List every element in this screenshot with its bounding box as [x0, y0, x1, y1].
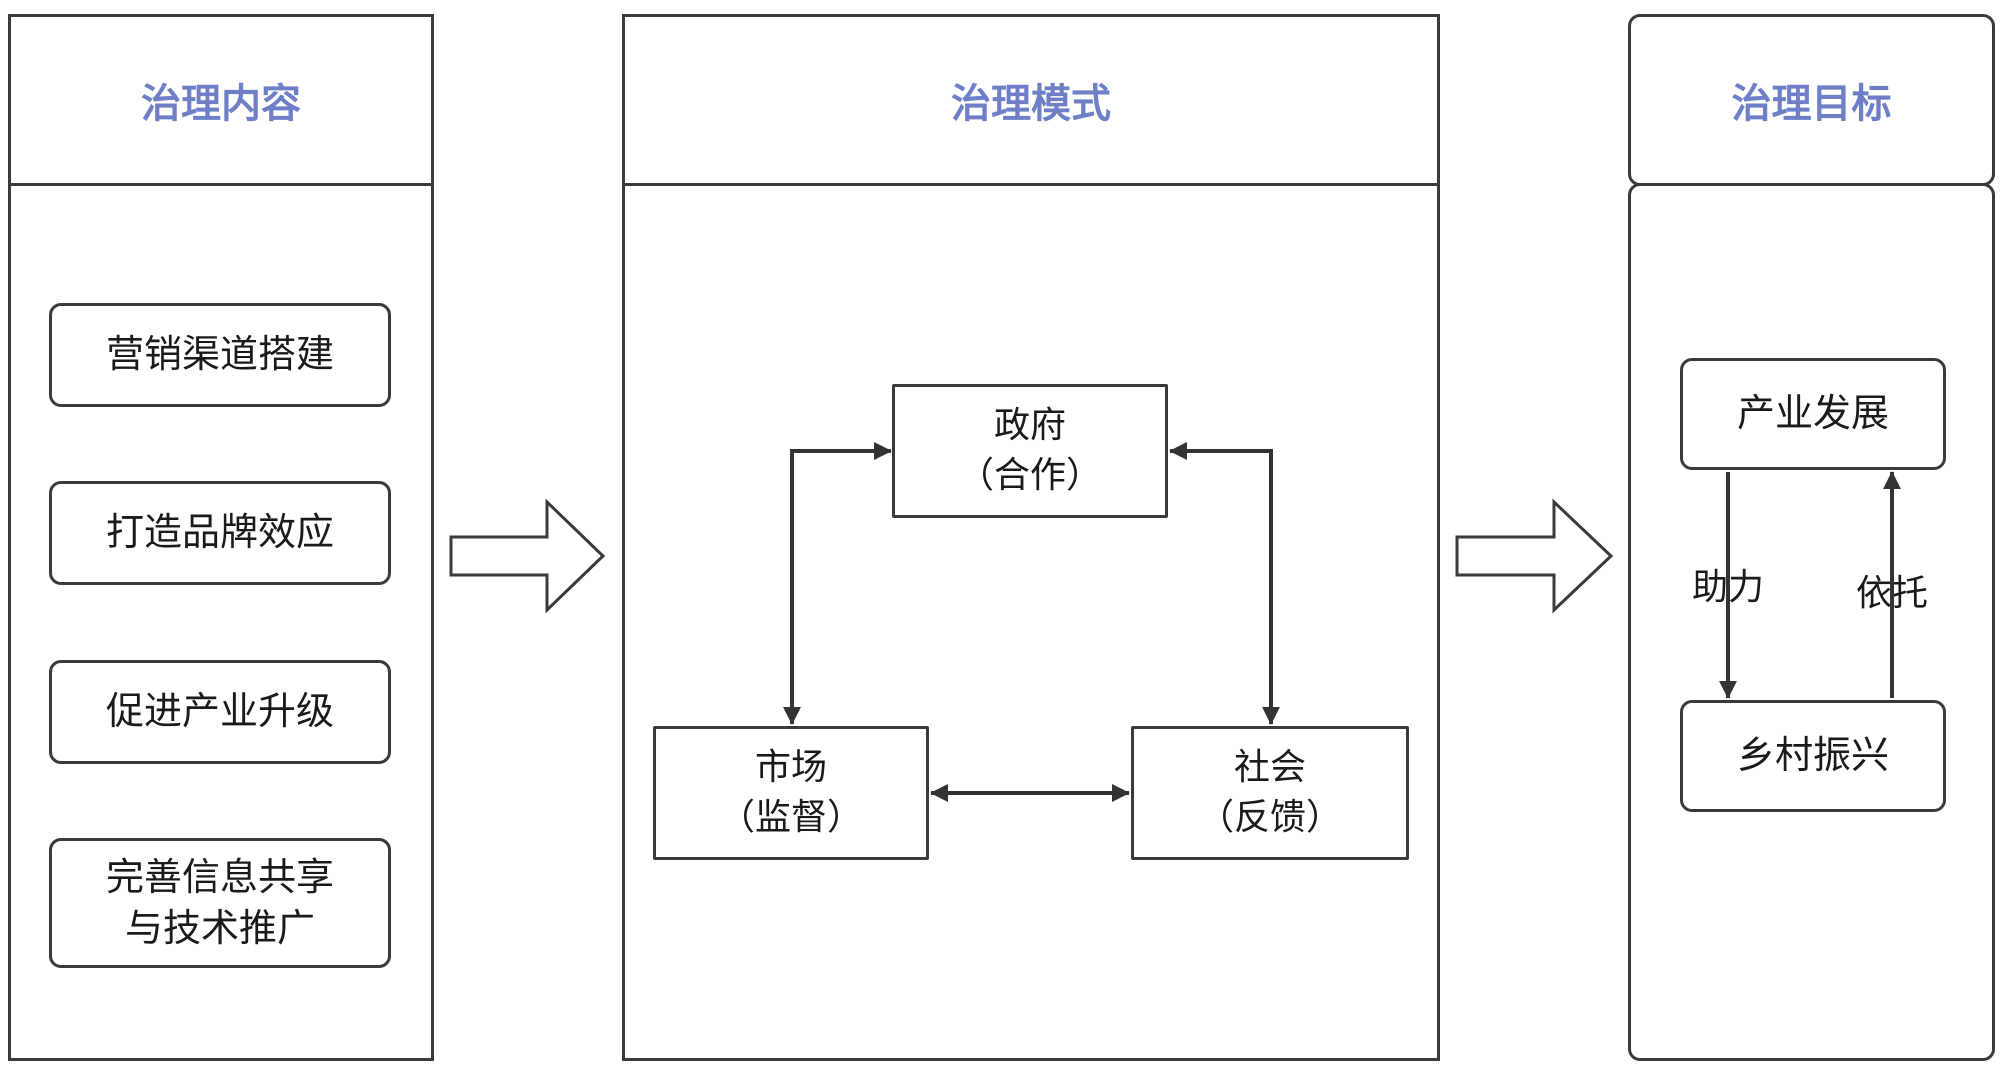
government-name: 政府: [993, 404, 1066, 446]
content-item-label-line2: 与技术推广: [124, 906, 315, 950]
goal-rural-label: 乡村振兴: [1736, 733, 1889, 778]
content-item-marketing: 营销渠道搭建: [49, 303, 391, 407]
society-node: 社会 （反馈）: [1131, 726, 1409, 860]
content-panel-title: 治理内容: [141, 81, 301, 127]
content-item-label-line1: 完善信息共享: [105, 854, 334, 899]
content-item-label: 打造品牌效应: [105, 510, 334, 555]
flow-arrow-2: [1455, 498, 1614, 614]
market-name: 市场: [754, 746, 827, 788]
content-item-info-sharing: 完善信息共享 与技术推广: [49, 838, 391, 968]
mode-panel-title: 治理模式: [951, 81, 1111, 127]
content-item-brand: 打造品牌效应: [49, 481, 391, 585]
goal-panel-title: 治理目标: [1731, 81, 1892, 127]
content-item-upgrade: 促进产业升级: [49, 660, 391, 764]
mode-panel-body: [622, 183, 1440, 1061]
content-panel-header: 治理内容: [8, 14, 434, 186]
government-role: （合作）: [957, 455, 1102, 496]
society-name: 社会: [1233, 746, 1306, 788]
flow-arrow-1: [449, 498, 606, 614]
society-role: （反馈）: [1197, 797, 1342, 838]
content-item-label: 促进产业升级: [105, 689, 334, 734]
goal-panel-body: [1628, 183, 1995, 1061]
goal-industry-label: 产业发展: [1736, 391, 1889, 436]
mode-panel-header: 治理模式: [622, 14, 1440, 186]
market-role: （监督）: [718, 797, 863, 838]
goal-rural-node: 乡村振兴: [1680, 700, 1946, 812]
gov-society-arrow: [1169, 442, 1280, 725]
gov-market-arrow: [783, 442, 892, 725]
government-node: 政府 （合作）: [892, 384, 1168, 518]
content-item-label: 营销渠道搭建: [105, 332, 334, 377]
goal-industry-node: 产业发展: [1680, 358, 1946, 470]
market-node: 市场 （监督）: [653, 726, 929, 860]
